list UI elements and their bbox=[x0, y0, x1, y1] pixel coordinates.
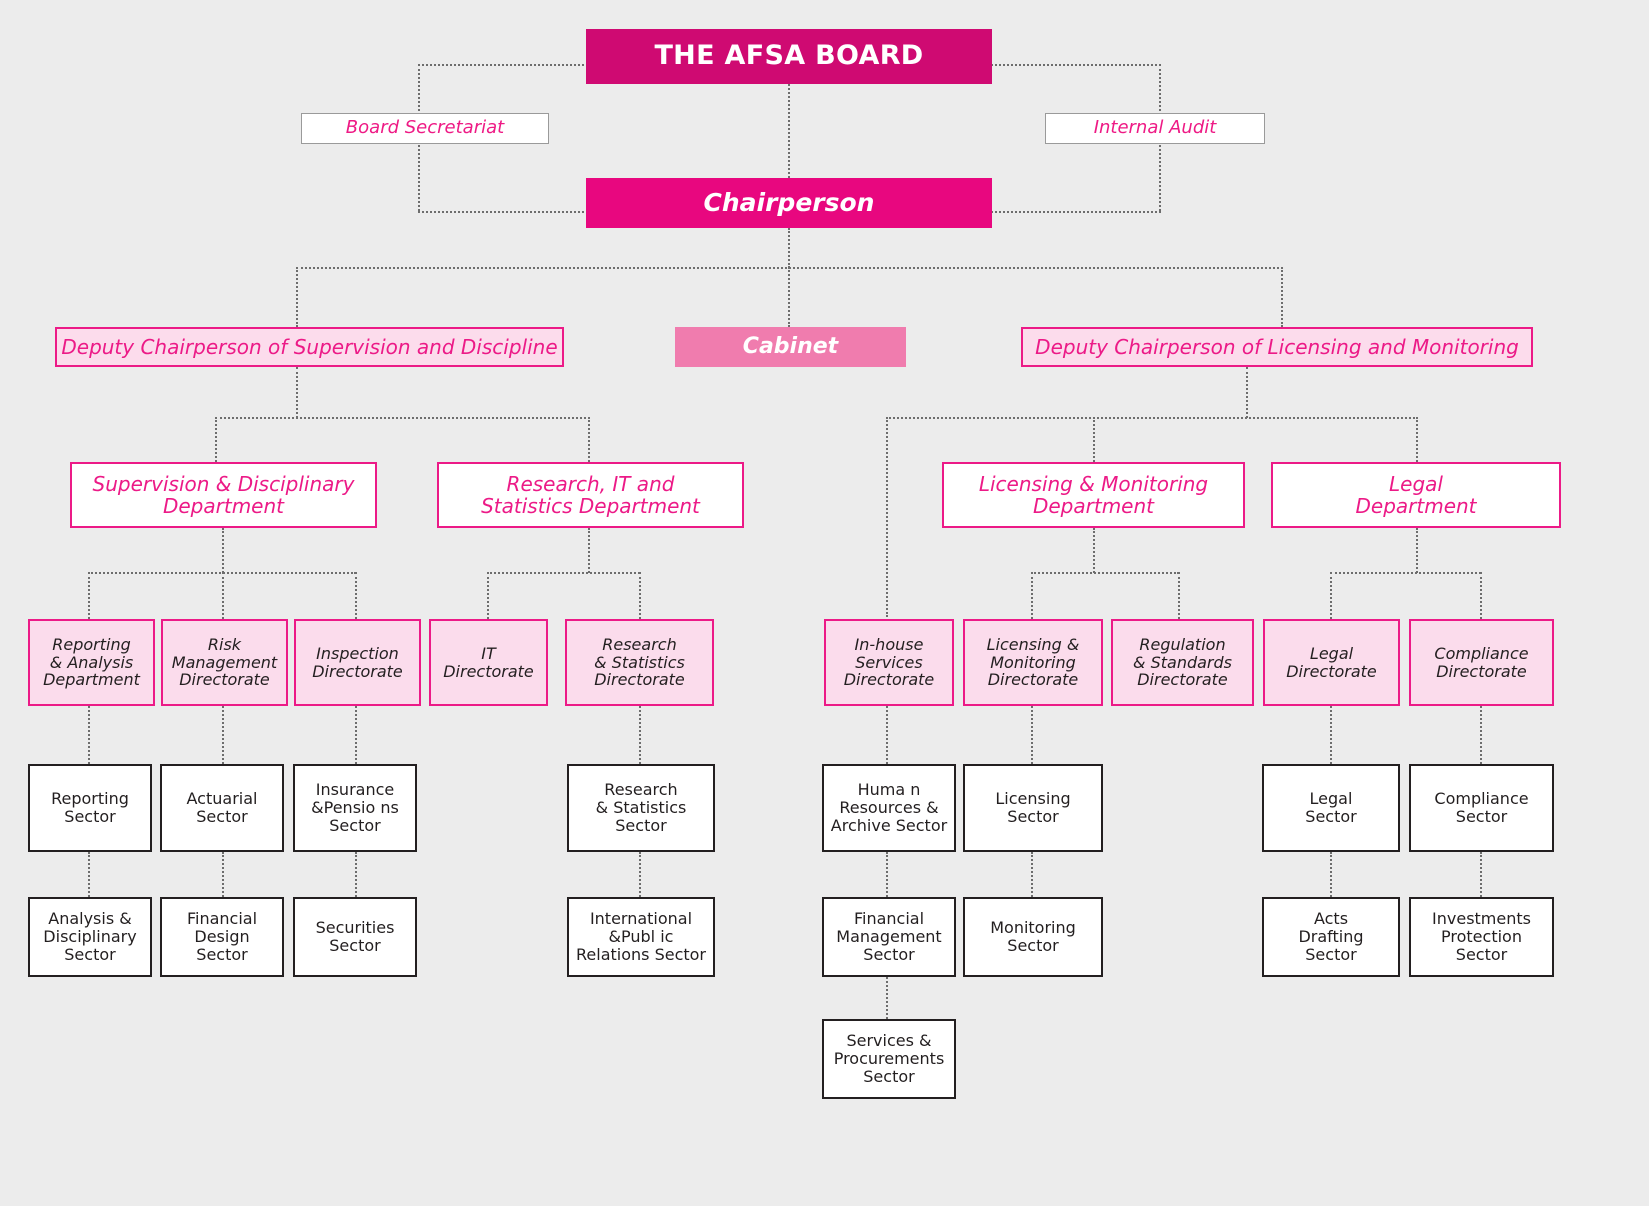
connector-financial-mgmt-to-services bbox=[886, 977, 888, 1019]
node-deputy-chairperson-licensing[interactable]: Deputy Chairperson of Licensing and Moni… bbox=[1021, 327, 1533, 367]
connector-dir-inspection-to-sector bbox=[355, 706, 357, 764]
node-licensing-monitoring-directorate[interactable]: Licensing & Monitoring Directorate bbox=[963, 619, 1103, 706]
node-analysis-disciplinary-sector[interactable]: Analysis & Disciplinary Sector bbox=[28, 897, 152, 977]
node-board-secretariat[interactable]: Board Secretariat bbox=[301, 113, 549, 144]
node-insurance-pensions-sector[interactable]: Insurance &Pensio ns Sector bbox=[293, 764, 417, 852]
connector-dir-legal-to-sector bbox=[1330, 706, 1332, 764]
node-human-resources-archive-sector[interactable]: Huma n Resources & Archive Sector bbox=[822, 764, 956, 852]
connector-licensing-dept-bus bbox=[886, 417, 1418, 419]
node-supervision-disciplinary-department[interactable]: Supervision & Disciplinary Department bbox=[70, 462, 377, 528]
connector-audit-to-chair-h bbox=[991, 211, 1161, 213]
node-research-statistics-sector[interactable]: Research & Statistics Sector bbox=[567, 764, 715, 852]
node-cabinet[interactable]: Cabinet bbox=[675, 327, 906, 367]
connector-sec-research-to-international bbox=[639, 852, 641, 897]
connector-dir-risk-to-sector bbox=[222, 706, 224, 764]
connector-deputy-bus bbox=[296, 267, 1283, 269]
connector-sec-hr-to-financial-mgmt bbox=[886, 852, 888, 897]
node-compliance-directorate[interactable]: Compliance Directorate bbox=[1409, 619, 1554, 706]
node-inhouse-services-directorate[interactable]: In-house Services Directorate bbox=[824, 619, 954, 706]
node-services-procurements-sector[interactable]: Services & Procurements Sector bbox=[822, 1019, 956, 1099]
node-acts-drafting-sector[interactable]: Acts Drafting Sector bbox=[1262, 897, 1400, 977]
connector-deputy-supervision-down bbox=[296, 367, 298, 418]
node-financial-design-sector[interactable]: Financial Design Sector bbox=[160, 897, 284, 977]
node-legal-department[interactable]: Legal Department bbox=[1271, 462, 1561, 528]
connector-bus-to-dir-reporting bbox=[88, 572, 90, 619]
connector-bus-to-dept-research bbox=[588, 417, 590, 462]
connector-legal-dir-bus bbox=[1330, 572, 1481, 574]
connector-dir-compliance-to-sector bbox=[1480, 706, 1482, 764]
node-licensing-monitoring-department[interactable]: Licensing & Monitoring Department bbox=[942, 462, 1245, 528]
node-deputy-chairperson-supervision[interactable]: Deputy Chairperson of Supervision and Di… bbox=[55, 327, 564, 367]
connector-bus-to-dept-licensing bbox=[1093, 417, 1095, 462]
node-reporting-sector[interactable]: Reporting Sector bbox=[28, 764, 152, 852]
node-inspection-directorate[interactable]: Inspection Directorate bbox=[294, 619, 421, 706]
node-legal-sector[interactable]: Legal Sector bbox=[1262, 764, 1400, 852]
node-financial-management-sector[interactable]: Financial Management Sector bbox=[822, 897, 956, 977]
connector-supervision-dir-bus bbox=[88, 572, 356, 574]
connector-bus-to-dir-research-stats bbox=[639, 572, 641, 619]
connector-bus-to-dept-legal bbox=[1416, 417, 1418, 462]
connector-sec-compliance-to-investments bbox=[1480, 852, 1482, 897]
node-compliance-sector[interactable]: Compliance Sector bbox=[1409, 764, 1554, 852]
connector-bus-to-dir-risk bbox=[222, 572, 224, 619]
node-risk-management-directorate[interactable]: Risk Management Directorate bbox=[161, 619, 288, 706]
connector-dept-licensing-down bbox=[1093, 528, 1095, 573]
connector-research-dir-bus bbox=[487, 572, 640, 574]
connector-licensing-dir-bus bbox=[1031, 572, 1179, 574]
connector-dir-reporting-to-sector bbox=[88, 706, 90, 764]
connector-bus-to-cabinet bbox=[788, 267, 790, 327]
node-research-it-statistics-department[interactable]: Research, IT and Statistics Department bbox=[437, 462, 744, 528]
connector-dir-licensing-to-sector bbox=[1031, 706, 1033, 764]
node-regulation-standards-directorate[interactable]: Regulation & Standards Directorate bbox=[1111, 619, 1254, 706]
connector-sec-actuarial-to-financial bbox=[222, 852, 224, 897]
connector-bus-to-dir-regulation bbox=[1178, 572, 1180, 619]
connector-dir-research-to-sector bbox=[639, 706, 641, 764]
connector-dept-supervision-down bbox=[222, 528, 224, 573]
connector-bus-to-dir-legal bbox=[1330, 572, 1332, 619]
node-securities-sector[interactable]: Securities Sector bbox=[293, 897, 417, 977]
connector-bus-to-dir-inspection bbox=[355, 572, 357, 619]
node-monitoring-sector[interactable]: Monitoring Sector bbox=[963, 897, 1103, 977]
node-internal-audit[interactable]: Internal Audit bbox=[1045, 113, 1265, 144]
node-reporting-analysis-department[interactable]: Reporting & Analysis Department bbox=[28, 619, 155, 706]
connector-sec-legal-to-acts bbox=[1330, 852, 1332, 897]
connector-bus-to-dir-it bbox=[487, 572, 489, 619]
connector-chair-down bbox=[788, 228, 790, 268]
node-chairperson[interactable]: Chairperson bbox=[586, 178, 992, 228]
connector-supervision-dept-bus bbox=[215, 417, 590, 419]
connector-board-to-audit-h bbox=[991, 64, 1161, 66]
connector-sec-insurance-to-securities bbox=[355, 852, 357, 897]
node-legal-directorate[interactable]: Legal Directorate bbox=[1263, 619, 1400, 706]
connector-bus-to-dept-supervision bbox=[215, 417, 217, 462]
connector-bus-to-dir-licensing-monitoring bbox=[1031, 572, 1033, 619]
connector-dept-research-down bbox=[588, 528, 590, 573]
node-actuarial-sector[interactable]: Actuarial Sector bbox=[160, 764, 284, 852]
connector-dept-legal-down bbox=[1416, 528, 1418, 573]
connector-sec-licensing-to-monitoring bbox=[1031, 852, 1033, 897]
connector-bus-to-dir-compliance bbox=[1480, 572, 1482, 619]
connector-dir-inhouse-to-sector bbox=[886, 706, 888, 764]
node-international-public-relations-sector[interactable]: International &Publ ic Relations Sector bbox=[567, 897, 715, 977]
connector-bus-to-deputy-supervision bbox=[296, 267, 298, 327]
connector-bus-to-inhouse-branch bbox=[886, 417, 888, 617]
connector-board-to-chair bbox=[788, 84, 790, 178]
node-it-directorate[interactable]: IT Directorate bbox=[429, 619, 548, 706]
node-investments-protection-sector[interactable]: Investments Protection Sector bbox=[1409, 897, 1554, 977]
node-the-afsa-board[interactable]: THE AFSA BOARD bbox=[586, 29, 992, 84]
connector-deputy-licensing-down bbox=[1246, 367, 1248, 418]
connector-bus-to-deputy-licensing bbox=[1281, 267, 1283, 327]
node-research-statistics-directorate[interactable]: Research & Statistics Directorate bbox=[565, 619, 714, 706]
connector-secretariat-to-chair-h bbox=[418, 211, 588, 213]
connector-sec-reporting-to-analysis bbox=[88, 852, 90, 897]
connector-board-to-secretariat-h bbox=[418, 64, 588, 66]
node-licensing-sector[interactable]: Licensing Sector bbox=[963, 764, 1103, 852]
